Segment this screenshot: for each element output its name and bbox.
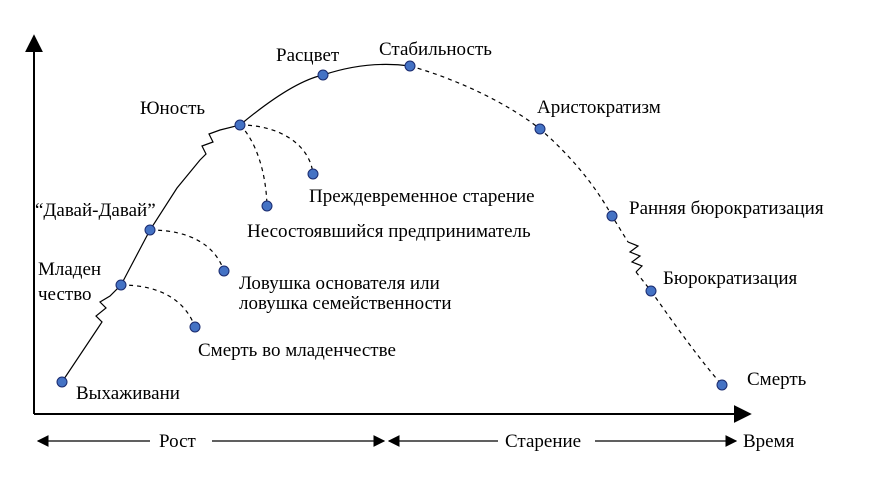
dot-rascvet xyxy=(317,69,329,81)
branch-founder-trap xyxy=(149,229,225,272)
label-lovushka-line1: Ловушка основателя или xyxy=(239,273,440,294)
label-rascvet: Расцвет xyxy=(276,45,340,66)
dot-vyhazhivanie xyxy=(56,376,68,388)
aging-curve xyxy=(409,65,629,243)
label-smert-v-mladenchestve: Смерть во младенчестве xyxy=(198,340,396,361)
aging-zigzag xyxy=(627,241,644,273)
label-vremya: Время xyxy=(743,431,795,452)
label-mladen: Младен xyxy=(38,259,101,280)
dot-stabilnost xyxy=(404,60,416,72)
label-vyhazhivanie: Выхаживани xyxy=(76,383,180,404)
dot-smert-v-mladenchestve xyxy=(189,321,201,333)
dot-yunost xyxy=(234,119,246,131)
branch-premature-aging xyxy=(239,124,314,175)
dot-byurokratizaciya xyxy=(645,285,657,297)
dot-mladenchestvo xyxy=(115,279,127,291)
label-starenie: Старение xyxy=(505,431,581,452)
label-rannyaya-byurokratizaciya: Ранняя бюрократизация xyxy=(629,198,824,219)
aging-curve-end xyxy=(635,271,723,386)
label-smert: Смерть xyxy=(747,369,807,390)
label-rost: Рост xyxy=(159,431,197,452)
dot-prezhdevremennoe xyxy=(307,168,319,180)
branch-infant-death xyxy=(120,284,196,328)
label-byurokratizaciya: Бюрократизация xyxy=(663,268,798,289)
branch-failed-entrepreneur xyxy=(239,124,268,207)
dot-davai xyxy=(144,224,156,236)
dot-aristokratizm xyxy=(534,123,546,135)
dot-rannyaya-byurokratizaciya xyxy=(606,210,618,222)
label-lovushka-line2: ловушка семейственности xyxy=(239,293,452,314)
dot-lovushka xyxy=(218,265,230,277)
label-prezhdevremennoe: Преждевременное старение xyxy=(309,186,535,207)
label-chestvo: чество xyxy=(38,284,92,305)
label-stabilnost: Стабильность xyxy=(379,39,492,60)
label-davai: “Давай-Давай” xyxy=(35,200,156,221)
dot-smert xyxy=(716,379,728,391)
label-aristokratizm: Аристократизм xyxy=(537,97,661,118)
label-nesostoyavshiysya: Несостоявшийся предприниматель xyxy=(247,221,531,242)
dot-nesostoyavshiysya xyxy=(261,200,273,212)
label-yunost: Юность xyxy=(140,98,205,119)
stage-dots xyxy=(56,60,728,391)
